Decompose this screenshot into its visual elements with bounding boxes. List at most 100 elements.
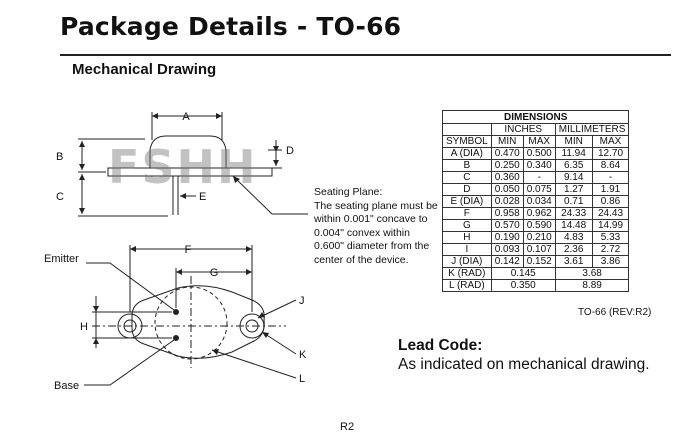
table-row: B 0.250 0.340 6.35 8.64 <box>442 159 630 172</box>
cell-mm-min: 6.35 <box>554 159 593 172</box>
label-d: D <box>286 145 294 157</box>
label-h: H <box>80 321 88 333</box>
cell-in-min: 0.470 <box>490 147 524 160</box>
cell-mm-min: 24.33 <box>554 207 593 220</box>
cell-mm-max: 1.91 <box>591 183 630 196</box>
table-row: A (DIA) 0.470 0.500 11.94 12.70 <box>442 147 630 160</box>
col-header: MIN <box>554 135 593 148</box>
cell-mm-min: 0.71 <box>554 195 593 208</box>
table-corner <box>442 123 492 136</box>
col-header: MIN <box>490 135 524 148</box>
cell-in-max: 0.152 <box>522 255 556 268</box>
cell-mm: 8.89 <box>554 279 630 292</box>
lead-code-title: Lead Code: <box>398 337 483 354</box>
cell-in-min: 0.250 <box>490 159 524 172</box>
cell-symbol: H <box>442 231 492 244</box>
cell-in-min: 0.028 <box>490 195 524 208</box>
l-leader <box>211 349 297 379</box>
table-row: J (DIA) 0.142 0.152 3.61 3.86 <box>442 255 630 268</box>
cell-in-max: 0.034 <box>522 195 556 208</box>
emitter-leader <box>109 262 175 311</box>
seating-plane-leader <box>232 175 273 215</box>
cell-symbol: L (RAD) <box>442 279 492 292</box>
cell-symbol: C <box>442 171 492 184</box>
table-row: K (RAD) 0.145 3.68 <box>442 267 630 280</box>
label-l: L <box>299 373 305 385</box>
seating-plane-line: within 0.001" concave to <box>314 213 428 226</box>
cell-symbol: G <box>442 219 492 232</box>
lead-code-text: As indicated on mechanical drawing. <box>398 356 650 373</box>
label-emitter: Emitter <box>44 253 79 265</box>
cell-in-max: 0.075 <box>522 183 556 196</box>
table-row: G 0.570 0.590 14.48 14.99 <box>442 219 630 232</box>
page-title: Package Details - TO-66 <box>60 12 402 41</box>
cell-inches: 0.145 <box>490 267 556 280</box>
cell-mm-max: 14.99 <box>591 219 630 232</box>
cell-in-max: - <box>522 171 556 184</box>
label-j: J <box>299 295 305 307</box>
group-header-mm: MILLIMETERS <box>554 123 630 136</box>
cell-mm-min: 3.61 <box>554 255 593 268</box>
table-row: L (RAD) 0.350 8.89 <box>442 279 630 292</box>
cell-in-min: 0.050 <box>490 183 524 196</box>
cell-mm-max: 2.72 <box>591 243 630 256</box>
j-leader <box>257 299 297 319</box>
cell-mm-max: 8.64 <box>591 159 630 172</box>
cell-in-max: 0.500 <box>522 147 556 160</box>
cell-in-min: 0.190 <box>490 231 524 244</box>
cell-symbol: E (DIA) <box>442 195 492 208</box>
table-row: H 0.190 0.210 4.83 5.33 <box>442 231 630 244</box>
table-row: F 0.958 0.962 24.33 24.43 <box>442 207 630 220</box>
cell-in-max: 0.210 <box>522 231 556 244</box>
cell-mm-min: 4.83 <box>554 231 593 244</box>
cell-inches: 0.350 <box>490 279 556 292</box>
seating-plane-line: center of the device. <box>314 253 409 266</box>
cell-in-min: 0.360 <box>490 171 524 184</box>
dimensions-table: DIMENSIONS INCHES MILLIMETERS SYMBOL MIN… <box>441 110 630 292</box>
label-e: E <box>199 191 206 203</box>
base-leader <box>109 339 175 386</box>
table-row: I 0.093 0.107 2.36 2.72 <box>442 243 630 256</box>
cell-mm-min: 1.27 <box>554 183 593 196</box>
cell-in-max: 0.590 <box>522 219 556 232</box>
cell-symbol: B <box>442 159 492 172</box>
revision-label: TO-66 (REV:R2) <box>578 307 652 318</box>
cell-symbol: F <box>442 207 492 220</box>
page-number: R2 <box>340 421 355 433</box>
col-header: MAX <box>522 135 556 148</box>
cell-mm-max: 3.86 <box>591 255 630 268</box>
col-header: MAX <box>591 135 630 148</box>
cell-symbol: K (RAD) <box>442 267 492 280</box>
cell-in-min: 0.142 <box>490 255 524 268</box>
seating-plane-line: 0.004" convex within <box>314 226 410 239</box>
label-f: F <box>185 244 192 256</box>
emitter-pin <box>173 309 179 315</box>
seating-plane-line: 0.600" diameter from the <box>314 240 430 253</box>
section-title: Mechanical Drawing <box>72 61 217 78</box>
watermark: FSHH <box>108 140 258 194</box>
label-c: C <box>56 191 64 203</box>
k-leader <box>261 331 297 355</box>
cell-in-max: 0.340 <box>522 159 556 172</box>
cell-mm-max: 0.86 <box>591 195 630 208</box>
label-a: A <box>182 111 190 123</box>
cell-in-max: 0.107 <box>522 243 556 256</box>
cell-in-min: 0.570 <box>490 219 524 232</box>
cell-mm: 3.68 <box>554 267 630 280</box>
cell-mm-min: 9.14 <box>554 171 593 184</box>
label-b: B <box>56 151 63 163</box>
cell-mm-min: 14.48 <box>554 219 593 232</box>
cell-symbol: I <box>442 243 492 256</box>
label-base: Base <box>54 380 79 392</box>
seating-plane-title: Seating Plane: <box>314 186 383 198</box>
side-view-cap <box>149 135 227 168</box>
table-row: D 0.050 0.075 1.27 1.91 <box>442 183 630 196</box>
cell-mm-min: 11.94 <box>554 147 593 160</box>
cell-mm-min: 2.36 <box>554 243 593 256</box>
seating-plane-line: The seating plane must be <box>314 200 438 212</box>
cell-symbol: A (DIA) <box>442 147 492 160</box>
cell-symbol: D <box>442 183 492 196</box>
cell-mm-max: - <box>591 171 630 184</box>
cell-in-max: 0.962 <box>522 207 556 220</box>
